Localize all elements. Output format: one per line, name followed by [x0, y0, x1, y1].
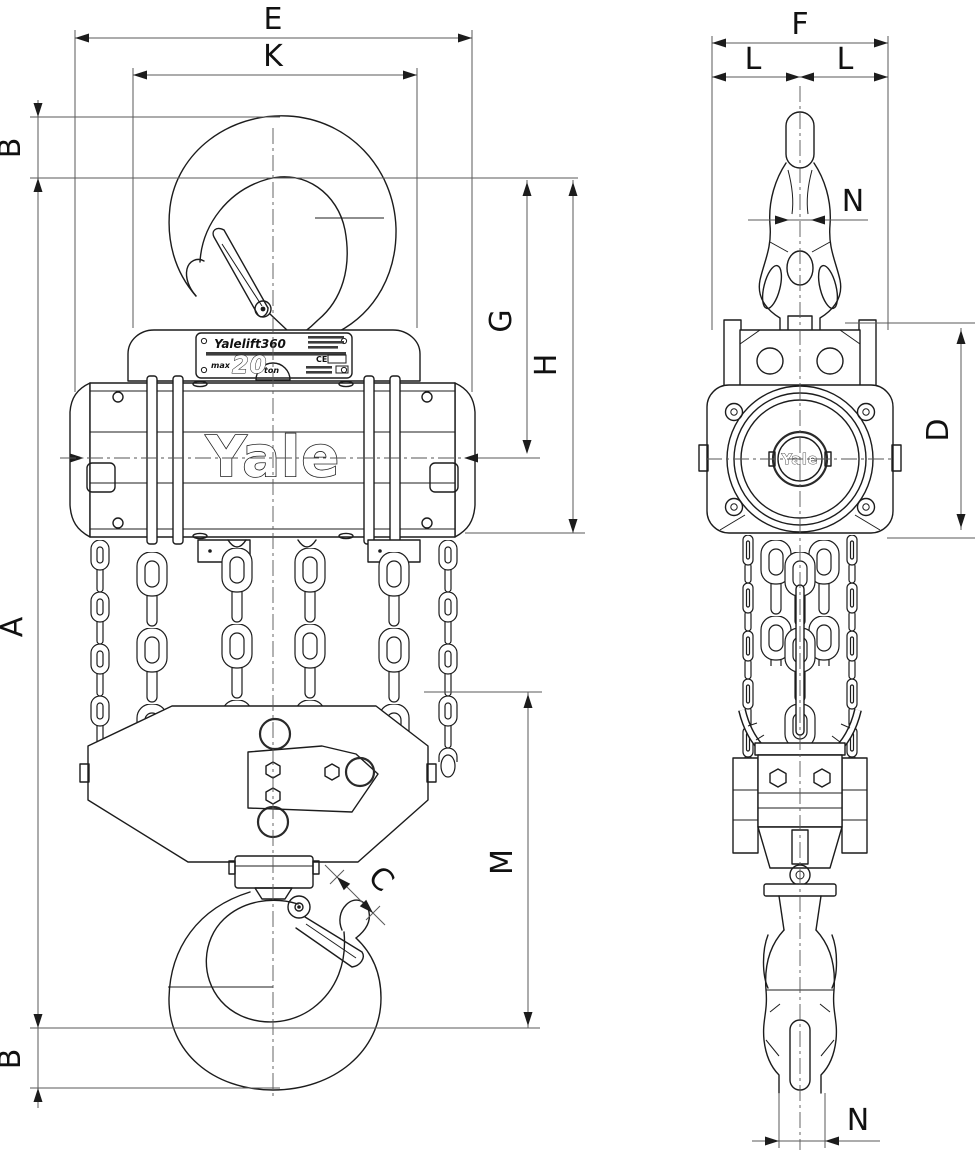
dim-label-D: D [921, 418, 956, 441]
dim-N-top: N [748, 184, 868, 225]
plate-capacity: 20 [232, 351, 267, 379]
top-hook-side [758, 111, 842, 334]
dim-label-N-top: N [842, 184, 864, 219]
plate-ce-mark: CE [316, 355, 327, 364]
dim-label-C: C [361, 860, 401, 900]
dim-G: G [464, 180, 540, 463]
suspension-clevis-side [723, 315, 877, 395]
dim-label-H: H [529, 354, 564, 377]
plate-capacity-unit: ton [264, 366, 279, 375]
dim-N-bottom: N [752, 1093, 880, 1148]
dim-B-bottom: B [0, 1027, 540, 1102]
dim-K: K [132, 39, 418, 328]
bottom-hook [168, 891, 382, 1091]
dim-D: D [845, 322, 975, 539]
dim-label-N-bottom: N [847, 1103, 869, 1138]
hub-logo: Yale [781, 452, 819, 468]
dim-A: A [0, 616, 43, 1028]
dim-L: L L [712, 42, 888, 82]
dim-label-B-top: B [0, 138, 28, 159]
plate-brand: Yalelift360 [214, 337, 286, 351]
suspension-cap: Yalelift360 max 20 ton CE [127, 329, 421, 382]
dim-label-M: M [485, 849, 520, 875]
dim-F: F [711, 7, 889, 330]
dim-label-A: A [0, 616, 30, 637]
hoist-body: Yale [69, 375, 476, 563]
bottom-block [79, 705, 437, 900]
dim-E: E [74, 2, 473, 392]
dim-label-L-right: L [837, 42, 854, 77]
load-chains-front [89, 540, 459, 778]
dim-label-G: G [484, 309, 519, 332]
body-logo: Yale [205, 425, 340, 490]
dim-H: H [465, 180, 585, 534]
top-hook [168, 115, 397, 342]
dim-M: M [424, 691, 542, 1028]
dim-label-F: F [791, 7, 808, 42]
dim-label-K: K [263, 39, 284, 74]
dim-label-E: E [264, 2, 283, 37]
plate-max-label: max [211, 361, 231, 370]
dim-C: C [324, 860, 401, 926]
front-view: Yalelift360 max 20 ton CE Yale [69, 115, 476, 1091]
dim-B-top: B [0, 100, 578, 1108]
centerlines [60, 86, 894, 1150]
capacity-plate: Yalelift360 max 20 ton CE [195, 332, 353, 380]
chains-side [738, 535, 862, 771]
dim-label-L-left: L [745, 42, 762, 77]
dim-label-B-bottom: B [0, 1049, 28, 1070]
